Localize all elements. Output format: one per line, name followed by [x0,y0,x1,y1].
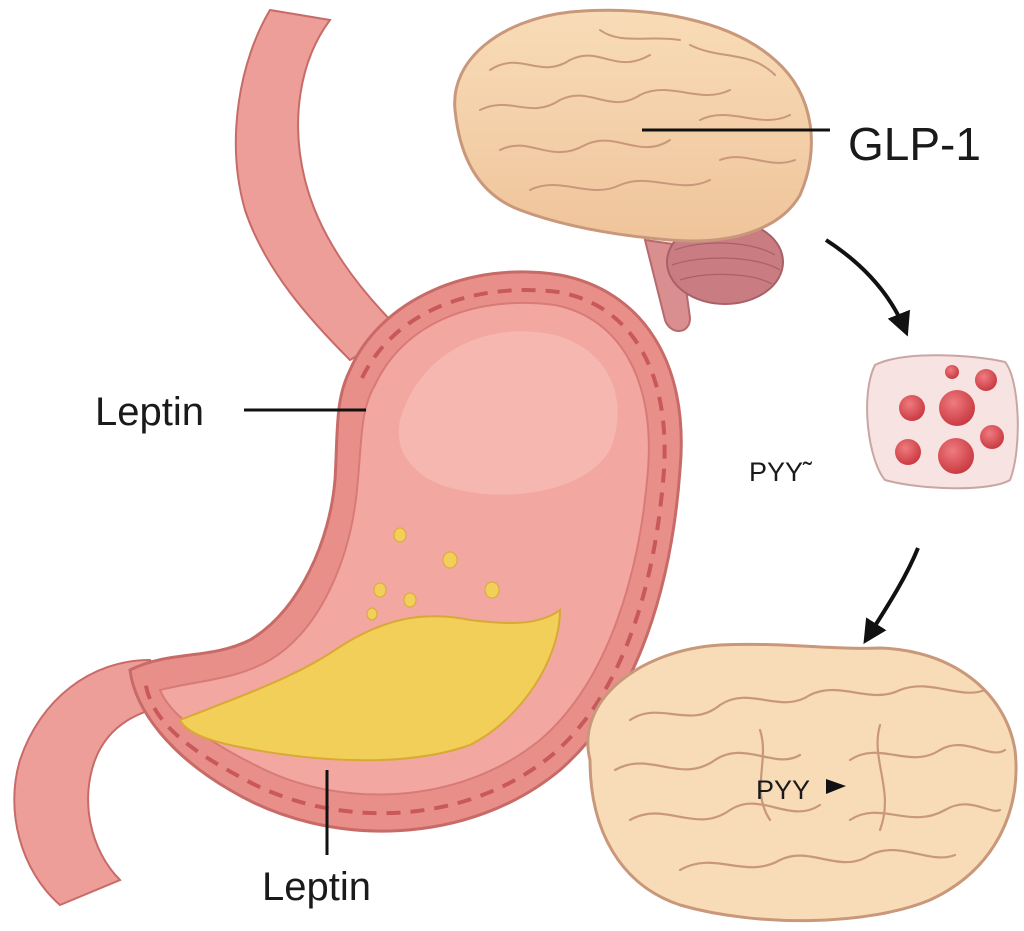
brain-gyri [479,29,796,191]
food-contents [178,608,562,762]
fundus-highlight [398,331,618,495]
cell-granules [895,365,1004,474]
pyy-brain-pointer [826,779,846,794]
cerebrum [453,8,813,243]
pyy-mid-label: PYY˜ [749,457,813,487]
arrow-icon [863,547,920,645]
enteroendocrine-cell [866,354,1019,490]
pyy-brain-label: PYY [756,775,810,805]
stomach-muscle-layer [143,288,667,816]
stomach-illustration [13,8,683,907]
brain-illustration-bottom [586,642,1018,923]
arrow-icon [824,238,911,337]
leptin-top-label: Leptin [95,390,204,434]
brain-bottom-gyri [613,685,1007,872]
glp1-label: GLP-1 [848,118,981,170]
brain-illustration [453,8,813,332]
leptin-bottom-label: Leptin [262,865,371,909]
duodenum [13,658,188,907]
esophagus [234,8,402,362]
food-droplets [366,527,500,621]
